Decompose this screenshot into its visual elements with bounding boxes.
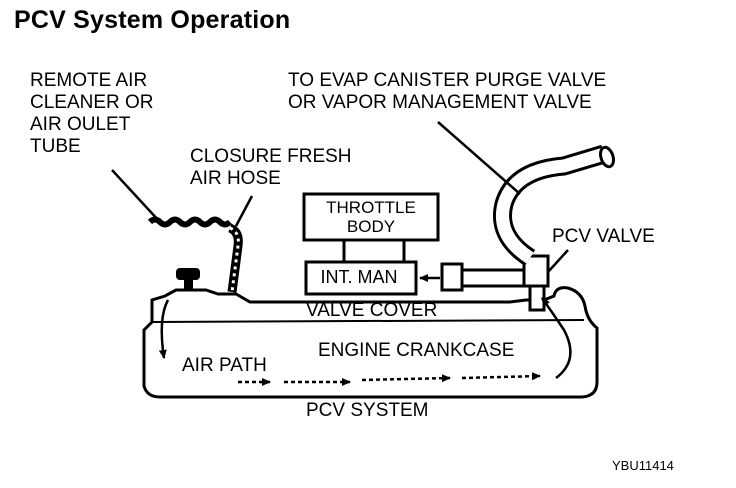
evap-tube-end — [599, 145, 615, 169]
valve-cover-seam — [151, 319, 585, 323]
label-pcv-system: PCV SYSTEM — [306, 400, 429, 421]
label-valve-cover: VALVE COVER — [306, 300, 438, 321]
label-closure-hose: CLOSURE FRESH AIR HOSE — [190, 146, 352, 189]
throttle-body-box — [302, 192, 440, 242]
air-path-down-arrow — [158, 299, 170, 359]
leader-pcv-valve — [547, 249, 569, 273]
pcv-line-fitting — [440, 262, 464, 292]
throttle-body-neck — [342, 240, 406, 262]
leader-fresh-hose — [234, 195, 254, 227]
leader-evap — [437, 121, 521, 195]
fresh-air-hose-texture — [229, 226, 240, 293]
air-path-up-arrow — [540, 297, 572, 379]
oil-filler-cap-icon — [176, 268, 200, 290]
label-evap: TO EVAP CANISTER PURGE VALVE OR VAPOR MA… — [288, 70, 607, 113]
leader-remote-air — [111, 169, 161, 223]
intake-manifold-box — [304, 260, 418, 296]
page-title: PCV System Operation — [14, 6, 291, 34]
label-throttle-body: THROTTLE BODY — [326, 198, 416, 236]
label-air-path: AIR PATH — [182, 355, 267, 376]
label-pcv-valve: PCV VALVE — [552, 226, 655, 247]
engine-body-outline — [142, 286, 599, 399]
label-engine-crankcase: ENGINE CRANKCASE — [318, 340, 515, 361]
remote-air-tube — [147, 216, 233, 228]
air-path-arrow-3 — [361, 374, 451, 383]
label-int-man: INT. MAN — [320, 267, 398, 287]
figure-code: YBU11414 — [612, 458, 674, 473]
evap-tube-inner — [496, 147, 606, 264]
label-remote-air: REMOTE AIR CLEANER OR AIR OULET TUBE — [30, 70, 154, 157]
air-path-arrow-4 — [461, 372, 541, 381]
